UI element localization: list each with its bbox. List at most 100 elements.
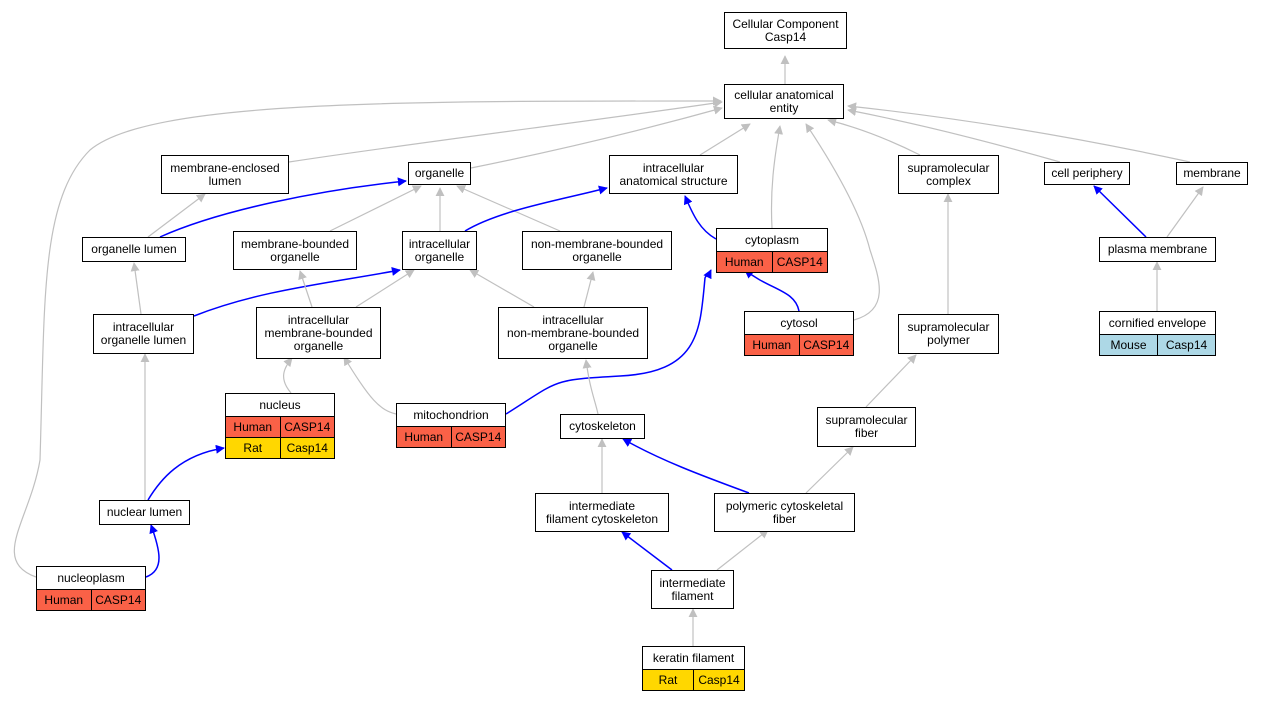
term-label: organelle lumen bbox=[91, 242, 177, 256]
term-node-smf[interactable]: supramolecular fiber bbox=[817, 407, 916, 447]
species-cell: Human bbox=[717, 252, 772, 272]
edge-is-a-nmbo-to-organelle bbox=[456, 185, 561, 232]
term-node-smc[interactable]: supramolecular complex bbox=[898, 155, 999, 194]
edge-part-of-intfil-to-ifc bbox=[621, 531, 673, 571]
term-node-nmbo[interactable]: non-membrane-bounded organelle bbox=[522, 231, 672, 270]
term-node-iol[interactable]: intracellular organelle lumen bbox=[93, 314, 194, 354]
edge-is-a-ias-to-cae bbox=[699, 123, 751, 156]
term-label: intracellular membrane-bounded organelle bbox=[264, 312, 373, 353]
term-node-root[interactable]: Cellular Component Casp14 bbox=[724, 12, 847, 49]
species-cell: Rat bbox=[643, 670, 693, 690]
edge-part-of-pm-to-cellper bbox=[1093, 185, 1147, 238]
gene-cell: Casp14 bbox=[279, 438, 334, 458]
gene-cell: CASP14 bbox=[90, 590, 145, 610]
term-node-smp[interactable]: supramolecular polymer bbox=[898, 314, 999, 354]
term-label: plasma membrane bbox=[1107, 242, 1208, 256]
edge-is-a-mbo-to-organelle bbox=[329, 185, 422, 232]
term-label: supramolecular polymer bbox=[907, 320, 990, 347]
species-cell: Mouse bbox=[1100, 335, 1157, 355]
edge-is-a-pcf-to-smf bbox=[805, 446, 854, 494]
species-cell: Human bbox=[226, 417, 280, 437]
term-node-ifc[interactable]: intermediate filament cytoskeleton bbox=[535, 493, 669, 532]
term-node-io[interactable]: intracellular organelle bbox=[402, 231, 477, 270]
edge-is-a-imbo-to-mbo bbox=[298, 270, 313, 308]
edge-part-of-iol-to-io bbox=[193, 267, 401, 317]
term-node-mel[interactable]: membrane-enclosed lumen bbox=[161, 155, 289, 194]
term-node-membrane[interactable]: membrane bbox=[1176, 162, 1248, 185]
term-label: cellular anatomical entity bbox=[734, 87, 834, 115]
gene-cell: CASP14 bbox=[450, 427, 505, 447]
term-label: intermediate filament bbox=[659, 575, 726, 603]
term-label: intracellular organelle lumen bbox=[100, 320, 187, 347]
term-node-mbo[interactable]: membrane-bounded organelle bbox=[233, 231, 357, 270]
edge-is-a-cytosol-to-cae bbox=[805, 123, 880, 321]
edge-is-a-intfil-to-pcf bbox=[716, 529, 769, 571]
species-cell: Human bbox=[745, 335, 799, 355]
edge-is-a-imbo-to-io bbox=[355, 269, 415, 308]
term-node-pm[interactable]: plasma membrane bbox=[1099, 237, 1216, 262]
edge-is-a-inmbo-to-io bbox=[469, 269, 535, 308]
term-label: nucleoplasm bbox=[57, 570, 125, 585]
edge-is-a-cellper-to-cae bbox=[847, 107, 1061, 163]
gene-cell: CASP14 bbox=[798, 335, 853, 355]
edge-part-of-cytoplasm-to-ias bbox=[683, 195, 717, 240]
edge-is-a-iol-to-orglumen bbox=[130, 262, 142, 315]
edge-part-of-cytosol-to-cytoplasm bbox=[744, 269, 800, 312]
gene-cell: CASP14 bbox=[279, 417, 334, 437]
term-label: nuclear lumen bbox=[106, 505, 183, 519]
term-node-intfil[interactable]: intermediate filament bbox=[651, 570, 734, 609]
term-node-organelle[interactable]: organelle bbox=[408, 162, 471, 185]
term-label: cell periphery bbox=[1051, 166, 1123, 180]
edge-part-of-orglumen-to-organelle bbox=[159, 177, 407, 238]
edge-part-of-nuclumen-to-nucleus bbox=[147, 444, 225, 501]
term-label: intermediate filament cytoskeleton bbox=[545, 498, 659, 526]
term-label: organelle bbox=[414, 166, 465, 180]
edge-is-a-mito-to-imbo bbox=[343, 356, 397, 415]
edge-part-of-mito-to-cytoplasm bbox=[505, 269, 712, 415]
term-node-inmbo[interactable]: intracellular non-membrane-bounded organ… bbox=[498, 307, 648, 359]
species-cell: Human bbox=[37, 590, 91, 610]
species-cell: Rat bbox=[226, 438, 280, 458]
term-node-cellper[interactable]: cell periphery bbox=[1044, 162, 1130, 185]
term-label: mitochondrion bbox=[413, 407, 489, 422]
gene-cell: Casp14 bbox=[693, 670, 744, 690]
term-node-cytosk[interactable]: cytoskeleton bbox=[560, 414, 645, 439]
gene-cell: CASP14 bbox=[771, 252, 827, 272]
term-label: cytoskeleton bbox=[569, 419, 636, 433]
term-label: cornified envelope bbox=[1108, 315, 1207, 330]
term-node-pcf[interactable]: polymeric cytoskeletal fiber bbox=[714, 493, 855, 532]
edge-is-a-membrane-to-cae bbox=[847, 102, 1191, 163]
term-label: intracellular organelle bbox=[408, 236, 471, 264]
term-label: intracellular non-membrane-bounded organ… bbox=[506, 312, 640, 353]
term-node-cae[interactable]: cellular anatomical entity bbox=[724, 84, 844, 119]
term-label: nucleus bbox=[259, 397, 301, 412]
species-cell: Human bbox=[397, 427, 451, 447]
edge-is-a-smc-to-cae bbox=[827, 117, 921, 156]
term-node-ias[interactable]: intracellular anatomical structure bbox=[609, 155, 738, 194]
edge-is-a-cytosk-to-inmbo bbox=[582, 359, 599, 415]
term-label: cytoplasm bbox=[744, 232, 800, 247]
term-node-imbo[interactable]: intracellular membrane-bounded organelle bbox=[256, 307, 381, 359]
gene-cell: Casp14 bbox=[1157, 335, 1215, 355]
term-label: membrane bbox=[1183, 166, 1241, 180]
edge-is-a-pm-to-membrane bbox=[1166, 186, 1204, 238]
term-node-nuclumen[interactable]: nuclear lumen bbox=[99, 500, 190, 525]
term-node-orglumen[interactable]: organelle lumen bbox=[82, 237, 186, 262]
